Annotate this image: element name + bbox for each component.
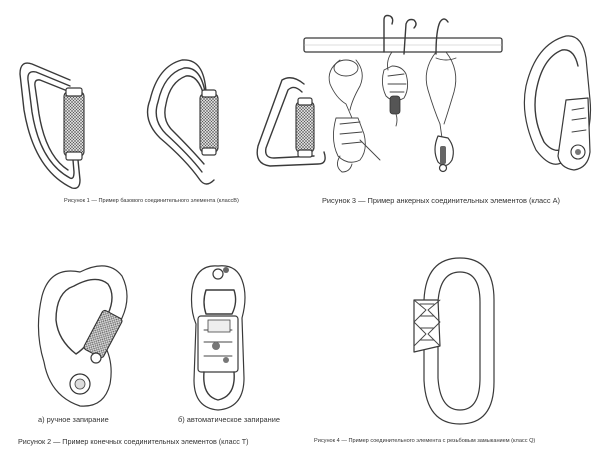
figure-2b-subcaption: б) автоматическое запирание xyxy=(178,415,280,424)
figure-4-caption: Рисунок 4 — Пример соединительного элеме… xyxy=(314,438,536,444)
figure-1-caption: Рисунок 1 — Пример базового соединительн… xyxy=(64,198,239,204)
d-carabiner-illustration xyxy=(19,62,85,190)
hook-illustrations xyxy=(383,14,449,55)
hand-with-device-illustration xyxy=(381,51,409,127)
screw-gate xyxy=(83,309,123,359)
figure-2-caption: Рисунок 2 — Пример конечных соединительн… xyxy=(18,437,249,446)
triangular-carabiner-illustration xyxy=(256,77,326,167)
pear-carabiner-illustration xyxy=(146,59,219,185)
screw-link-illustration xyxy=(413,257,495,425)
auto-lock-snap-hook-illustration xyxy=(190,265,246,411)
sling-with-hand-illustration xyxy=(328,59,381,173)
figure-3-caption: Рисунок 3 — Пример анкерных соединительн… xyxy=(322,196,561,205)
scaffold-hook-illustration xyxy=(523,35,592,171)
locking-sleeve xyxy=(199,93,219,153)
locking-sleeve xyxy=(295,101,315,153)
lanyard-with-snap-hook-illustration xyxy=(425,51,457,173)
anchor-bar-illustration xyxy=(303,37,503,53)
locking-sleeve xyxy=(63,91,85,157)
figure-2a-subcaption: а) ручное запирание xyxy=(38,415,109,424)
manual-lock-snap-hook-illustration xyxy=(37,265,128,407)
